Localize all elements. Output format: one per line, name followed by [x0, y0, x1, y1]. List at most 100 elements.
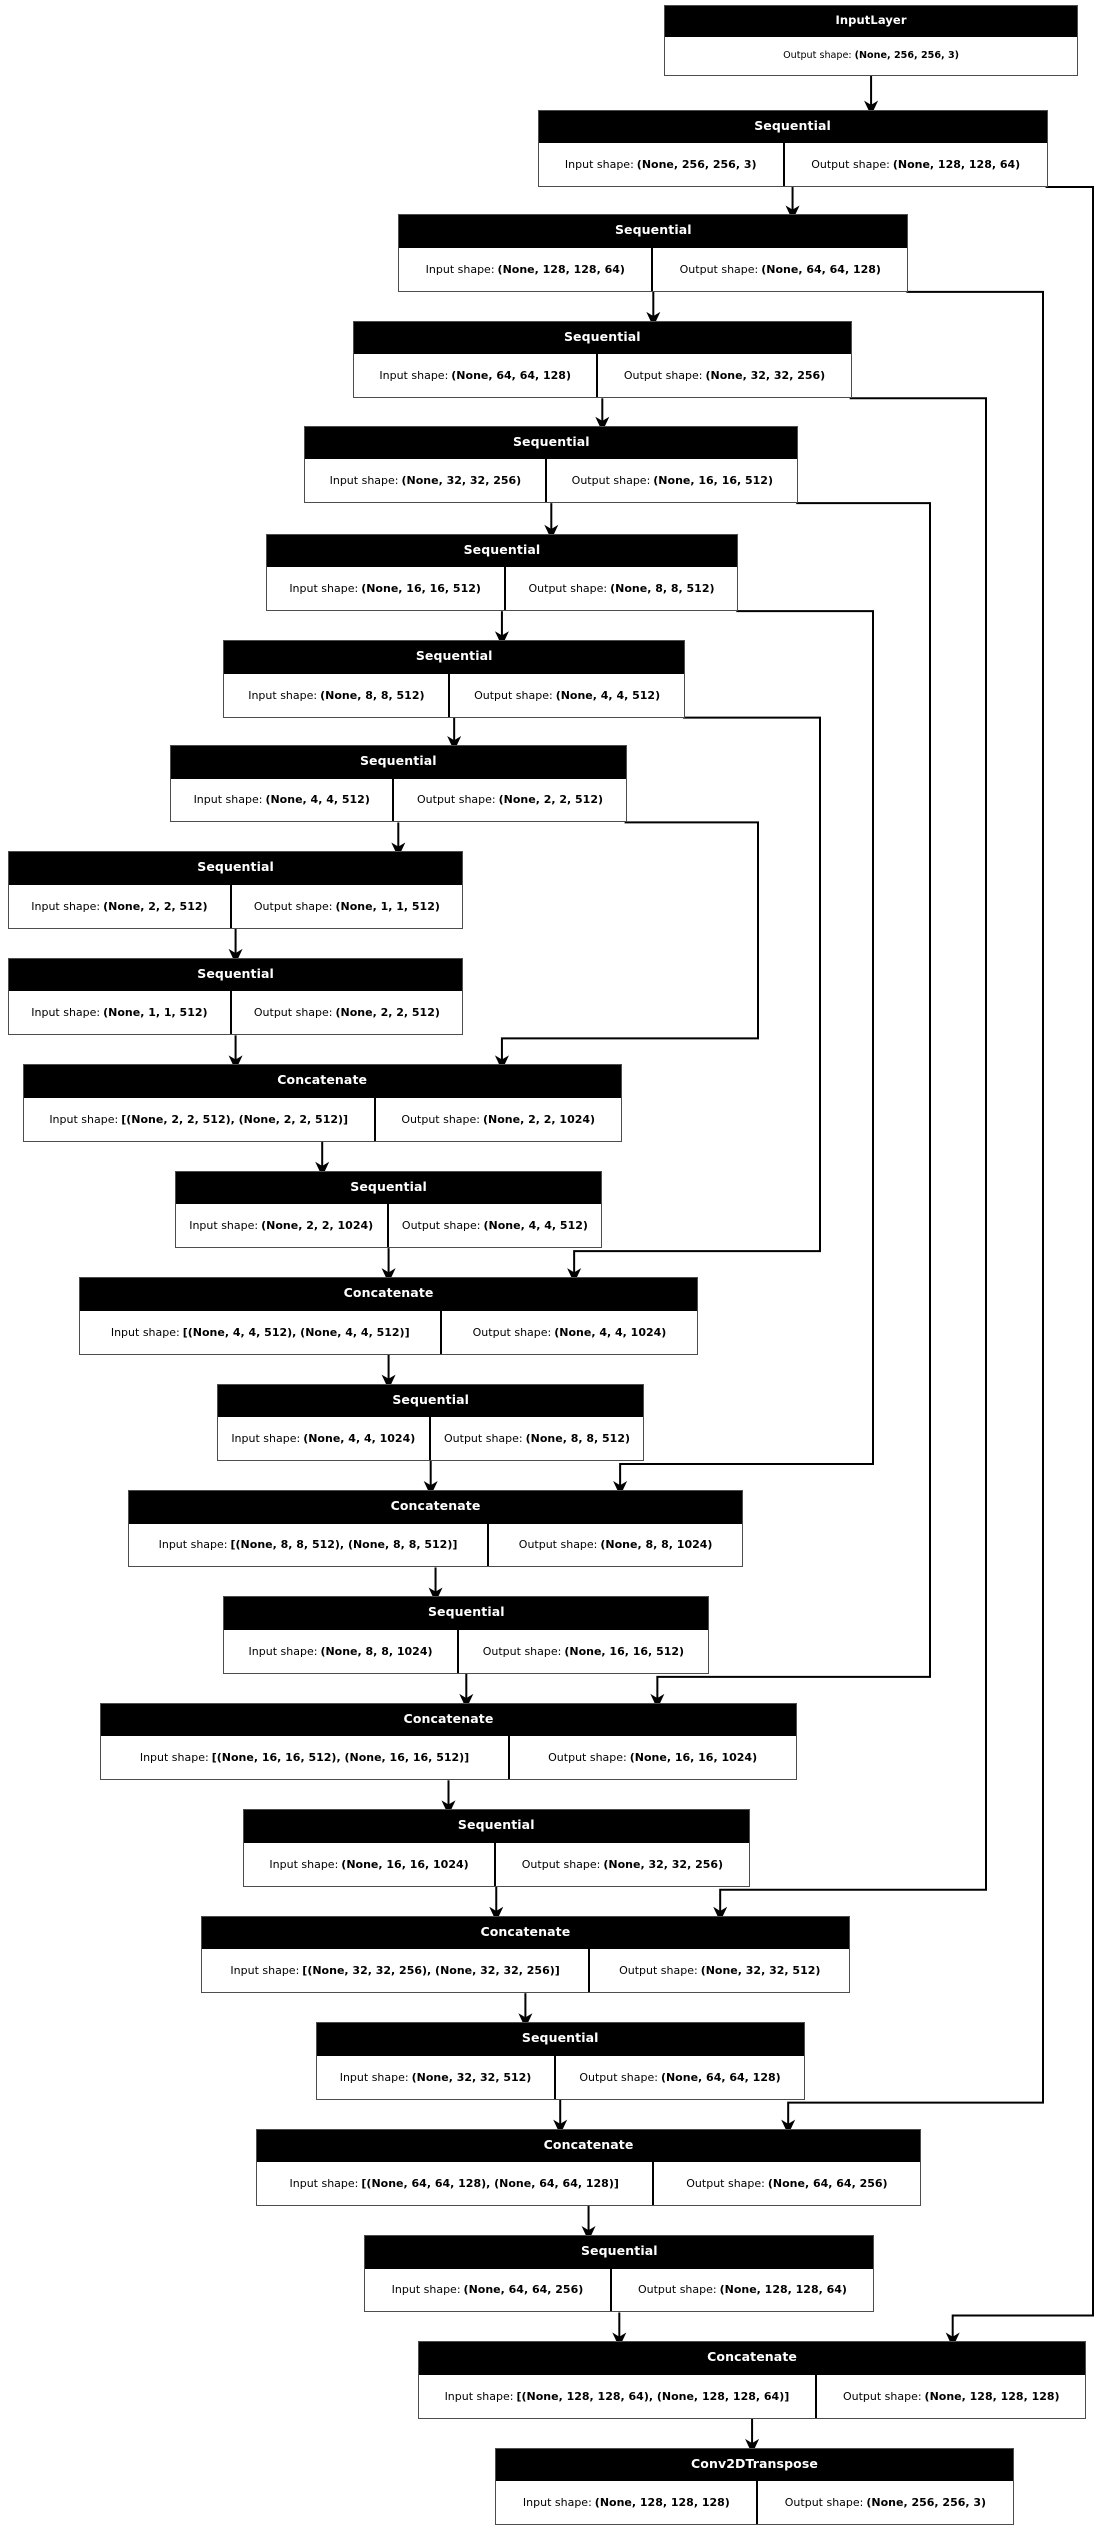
- output-shape: Output shape:(None, 16, 16, 1024): [507, 1736, 796, 1780]
- node-shapes: Input shape:(None, 32, 32, 512) Output sh…: [316, 2054, 804, 2099]
- input-shape-label: Input shape:: [189, 1219, 259, 1233]
- node-shapes: Input shape:(None, 4, 4, 1024)Output sha…: [217, 1416, 644, 1460]
- output-shape: Output shape:(None, 4, 4, 512): [386, 1204, 602, 1248]
- output-shape-label: Output shape:: [842, 2389, 922, 2403]
- node-shapes: Input shape:[(None, 2, 2, 512), (None, 2…: [23, 1096, 621, 1141]
- input-shape-label: Input shape:: [339, 2070, 409, 2084]
- output-shape-label: Output shape:: [521, 1857, 601, 1871]
- output-shape-value: (None, 256, 256, 3): [854, 50, 960, 62]
- output-shape: Output shape:(None, 64, 64, 128): [651, 247, 907, 291]
- input-shape-value: (None, 16, 16, 1024): [341, 1857, 469, 1871]
- node-shapes: Input shape:[(None, 4, 4, 512), (None, 4…: [80, 1309, 697, 1354]
- input-shape-value: (None, 1, 1, 512): [103, 1006, 208, 1020]
- input-shape-label: Input shape:: [391, 2283, 461, 2297]
- node-shapes: Input shape:(None, 64, 64, 128)Output sh…: [353, 353, 851, 398]
- input-shape-label: Input shape:: [31, 1006, 101, 1020]
- output-shape-label: Output shape:: [619, 1964, 698, 1978]
- output-shape: Output shape:(None, 2, 2, 512): [392, 778, 625, 822]
- output-shape: Output shape:(None, 128, 128, 64): [782, 143, 1047, 187]
- input-shape: Input shape:(None, 64, 64, 256): [365, 2269, 609, 2312]
- edge-seq_enc_5-to-concat_3: [613, 610, 874, 1497]
- input-shape-value: (None, 2, 2, 512): [103, 899, 208, 913]
- node-title: Concatenate: [80, 1278, 697, 1310]
- output-shape: Output shape:(None, 128, 128, 128): [815, 2374, 1085, 2418]
- input-shape-value: (None, 32, 32, 512): [411, 2070, 532, 2084]
- input-shape: Input shape:[(None, 32, 32, 256), (None,…: [202, 1949, 589, 1992]
- input-shape: Input shape:(None, 4, 4, 512): [171, 779, 392, 822]
- node-shapes: Output shape:(None, 256, 256, 3): [664, 36, 1078, 75]
- node-title: Sequential: [353, 321, 851, 354]
- node-title: Sequential: [538, 110, 1047, 143]
- input-shape: Input shape:(None, 8, 8, 512): [224, 674, 448, 717]
- input-shape: Input shape:(None, 4, 4, 1024): [218, 1417, 429, 1460]
- node-title: Sequential: [399, 215, 908, 247]
- output-shape: Output shape:(None, 256, 256, 3): [665, 37, 1077, 74]
- output-shape: Output shape:(None, 16, 16, 512): [545, 459, 797, 503]
- node-title: Sequential: [365, 2236, 874, 2268]
- output-shape-value: (None, 8, 8, 512): [525, 1432, 631, 1446]
- output-shape-label: Output shape:: [474, 688, 553, 702]
- input-shape: Input shape:(None, 2, 2, 1024): [176, 1204, 387, 1247]
- node-shapes: Input shape:(None, 1, 1, 512)Output shap…: [9, 990, 463, 1035]
- node-shapes: Input shape:(None, 2, 2, 1024)Output sha…: [175, 1203, 602, 1248]
- input-shape: Input shape:[(None, 4, 4, 512), (None, 4…: [80, 1311, 440, 1354]
- output-shape: Output shape:(None, 64, 64, 128): [554, 2055, 803, 2099]
- input-shape: Input shape:(None, 8, 8, 1024): [224, 1630, 456, 1673]
- node-shapes: Input shape:(None, 8, 8, 512) Output shap…: [224, 672, 684, 717]
- node-title: Sequential: [266, 534, 738, 567]
- node-shapes: Input shape:(None, 128, 128, 64) Output s…: [399, 246, 908, 291]
- node-title: Sequential: [243, 1810, 749, 1842]
- node-shapes: Input shape:(None, 8, 8, 1024)Output sha…: [224, 1628, 709, 1673]
- edge-seq_enc_1-to-concat_7: [945, 186, 1094, 2348]
- input-shape: Input shape:[(None, 64, 64, 128), (None,…: [257, 2162, 652, 2205]
- output-shape-label: Output shape:: [811, 158, 890, 172]
- node-shapes: Input shape:(None, 2, 2, 512)Output shap…: [9, 883, 463, 928]
- edge-seq_enc_3-to-concat_5: [713, 397, 987, 1922]
- input-shape-label: Input shape:: [379, 369, 449, 383]
- input-shape-value: (None, 64, 64, 256): [463, 2283, 584, 2297]
- node-title: Sequential: [9, 852, 463, 884]
- node-title: Conv2DTranspose: [496, 2448, 1013, 2481]
- output-shape-value: (None, 128, 128, 128): [924, 2389, 1060, 2403]
- input-shape-value: (None, 2, 2, 1024): [261, 1219, 374, 1233]
- node-shapes: Input shape:(None, 128, 128, 128) Output …: [496, 2480, 1013, 2525]
- output-shape-label: Output shape:: [253, 899, 333, 913]
- output-shape-label: Output shape:: [784, 2496, 864, 2510]
- output-shape-label: Output shape:: [686, 2177, 765, 2191]
- input-shape-label: Input shape:: [425, 262, 495, 276]
- input-shape-label: Input shape:: [248, 1644, 318, 1658]
- output-shape: Output shape:(None, 32, 32, 256): [494, 1842, 748, 1886]
- input-shape-value: (None, 64, 64, 128): [451, 369, 571, 383]
- input-shape-label: Input shape:: [139, 1751, 209, 1765]
- node-title: InputLayer: [664, 5, 1078, 37]
- output-shape-label: Output shape:: [783, 50, 852, 62]
- input-shape-value: (None, 128, 128, 64): [497, 262, 625, 276]
- input-shape-value: [(None, 128, 128, 64), (None, 128, 128, …: [516, 2389, 790, 2403]
- input-shape-value: (None, 16, 16, 512): [361, 582, 481, 596]
- input-shape-label: Input shape:: [329, 474, 399, 488]
- input-shape: Input shape:(None, 32, 32, 256): [305, 459, 545, 502]
- input-shape-label: Input shape:: [231, 1432, 301, 1446]
- output-shape-value: (None, 16, 16, 512): [653, 474, 773, 488]
- input-shape: Input shape:(None, 256, 256, 3): [539, 143, 783, 186]
- input-shape-value: [(None, 4, 4, 512), (None, 4, 4, 512)]: [182, 1325, 410, 1339]
- output-shape-value: (None, 4, 4, 512): [483, 1219, 588, 1233]
- input-shape-value: (None, 8, 8, 512): [320, 688, 425, 702]
- input-shape-label: Input shape:: [269, 1857, 339, 1871]
- output-shape-label: Output shape:: [637, 2283, 717, 2297]
- edge-seq_enc_7-to-concat_1: [494, 821, 759, 1071]
- node-title: Sequential: [224, 641, 684, 673]
- node-shapes: Input shape:(None, 16, 16, 1024) Output s…: [243, 1841, 749, 1886]
- input-shape-value: (None, 128, 128, 128): [594, 2496, 730, 2510]
- input-shape: Input shape:(None, 128, 128, 128): [496, 2481, 756, 2524]
